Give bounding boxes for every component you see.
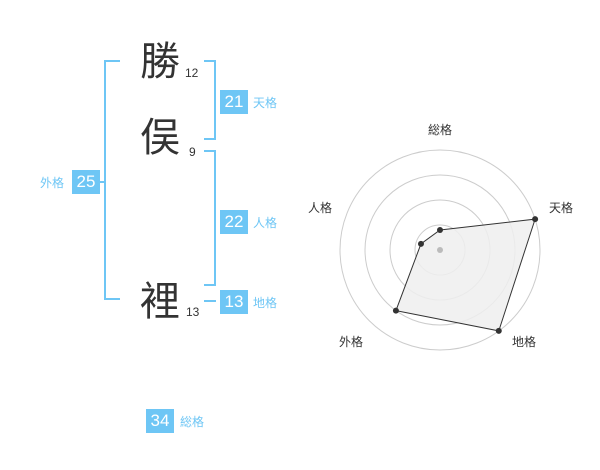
gaikaku-tick bbox=[98, 181, 106, 183]
tenkaku-label: 天格 bbox=[253, 96, 278, 110]
gaikaku-label: 外格 bbox=[40, 176, 65, 190]
chikaku-label: 地格 bbox=[253, 296, 278, 310]
radar-point-4 bbox=[417, 240, 424, 247]
radar-ring bbox=[339, 149, 541, 351]
jinkaku-bracket bbox=[204, 150, 216, 286]
tenkaku-bracket bbox=[204, 60, 216, 140]
radar-label-soukaku: 総格 bbox=[428, 123, 453, 137]
soukaku-label: 総格 bbox=[180, 415, 205, 429]
name-char-1: 勝 bbox=[140, 39, 180, 85]
soukaku-value: 34 bbox=[146, 409, 174, 433]
name-char-3-strokes: 13 bbox=[186, 305, 200, 319]
radar-point-1 bbox=[532, 216, 539, 223]
radar-center bbox=[437, 247, 443, 253]
radar-label-tenkaku: 天格 bbox=[549, 201, 574, 215]
gaikaku-bracket bbox=[104, 60, 120, 300]
name-char-2: 俣 bbox=[140, 115, 180, 161]
chikaku-value: 13 bbox=[220, 290, 248, 314]
radar-series-polygon bbox=[395, 218, 536, 332]
radar-point-2 bbox=[495, 327, 502, 334]
radar-label-jinkaku: 人格 bbox=[308, 201, 333, 215]
radar-label-gaikaku: 外格 bbox=[339, 335, 364, 349]
jinkaku-label: 人格 bbox=[253, 216, 278, 230]
name-char-3: 裡 bbox=[140, 279, 180, 325]
name-char-2-strokes: 9 bbox=[189, 145, 196, 159]
tenkaku-value: 21 bbox=[220, 90, 248, 114]
radar-point-3 bbox=[392, 307, 399, 314]
radar-label-chikaku: 地格 bbox=[512, 335, 537, 349]
jinkaku-value: 22 bbox=[220, 210, 248, 234]
name-char-1-strokes: 12 bbox=[185, 66, 199, 80]
radar-point-0 bbox=[437, 227, 443, 233]
chikaku-tick bbox=[204, 300, 216, 302]
gaikaku-value: 25 bbox=[72, 170, 100, 194]
